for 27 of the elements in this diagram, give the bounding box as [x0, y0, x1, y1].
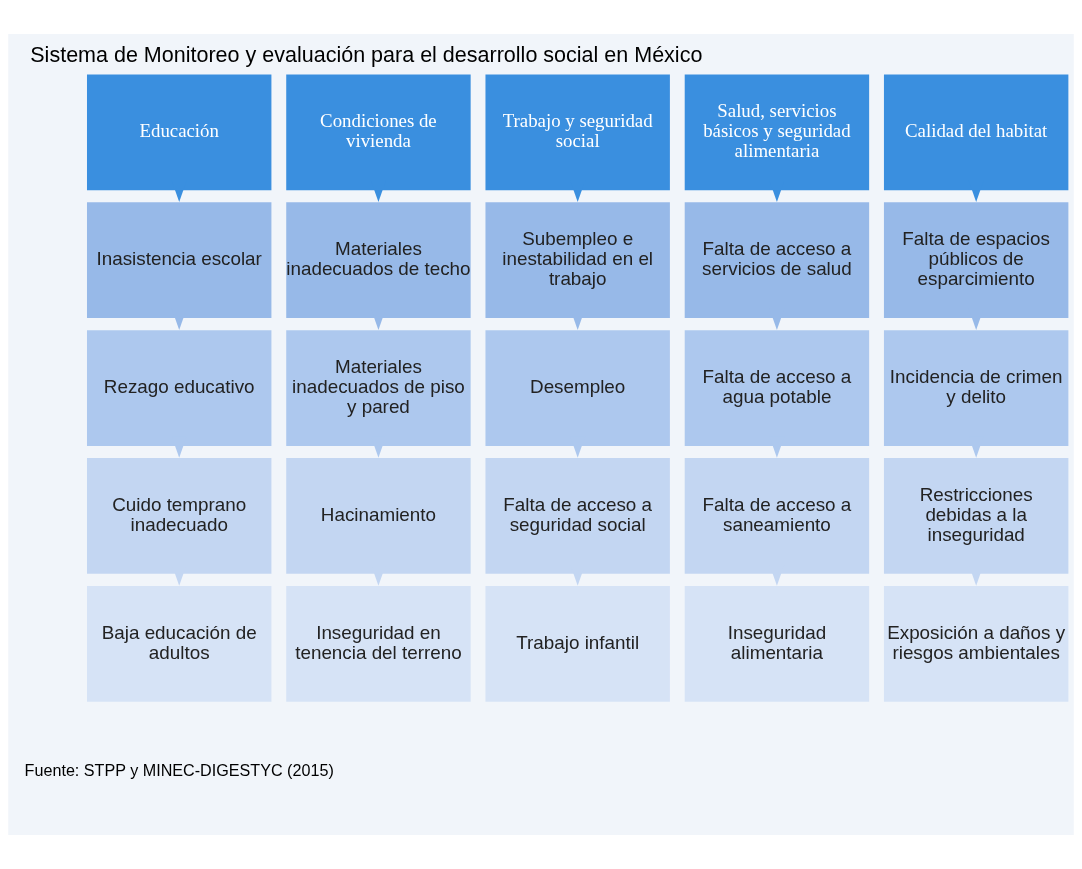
node-box: Inseguridad en tenencia del terreno	[286, 585, 471, 702]
caption: Fuente: STPP y MINEC-DIGESTYC (2015)	[24, 760, 334, 779]
node-box: Materiales inadecuados de techo	[286, 202, 471, 319]
node-box: Calidad del habitat	[883, 74, 1069, 191]
node-box: Inseguridad alimentaria	[684, 585, 870, 702]
node-box: Restricciones debidas a la inseguridad	[883, 458, 1069, 574]
node-box: Falta de espacios públicos de esparcimiento	[883, 202, 1069, 319]
node-box: Condiciones de vivienda	[286, 74, 471, 191]
node-box: Falta de acceso a seguridad social	[485, 458, 670, 574]
node-box: Incidencia de crimen y delito	[883, 330, 1069, 446]
node-box: Trabajo infantil	[485, 585, 670, 702]
node-box: Falta de acceso a saneamiento	[684, 458, 870, 574]
node-box: Falta de acceso a servicios de salud	[684, 202, 870, 319]
node-box: Rezago educativo	[87, 330, 272, 446]
node-box: Cuido temprano inadecuado	[87, 458, 272, 574]
node-box: Desempleo	[485, 330, 670, 446]
node-box: Baja educación de adultos	[87, 585, 272, 702]
diagram-title: Sistema de Monitoreo y evaluación para el desarrollo social en México	[30, 43, 703, 67]
node-box: Exposición a daños y riesgos ambientales	[883, 585, 1069, 702]
node-box: Hacinamiento	[286, 458, 471, 574]
node-box: Falta de acceso a agua potable	[684, 330, 870, 446]
node-box: Materiales inadecuados de piso y pared	[286, 330, 471, 446]
node-box: Subempleo e inestabilidad en el trabajo	[485, 202, 670, 319]
node-box: Trabajo y seguridad social	[485, 74, 670, 191]
node-box: Salud, servicios básicos y seguridad alimentaria	[684, 74, 870, 191]
node-box: Inasistencia escolar	[87, 202, 272, 319]
node-box: Educación	[87, 74, 272, 191]
